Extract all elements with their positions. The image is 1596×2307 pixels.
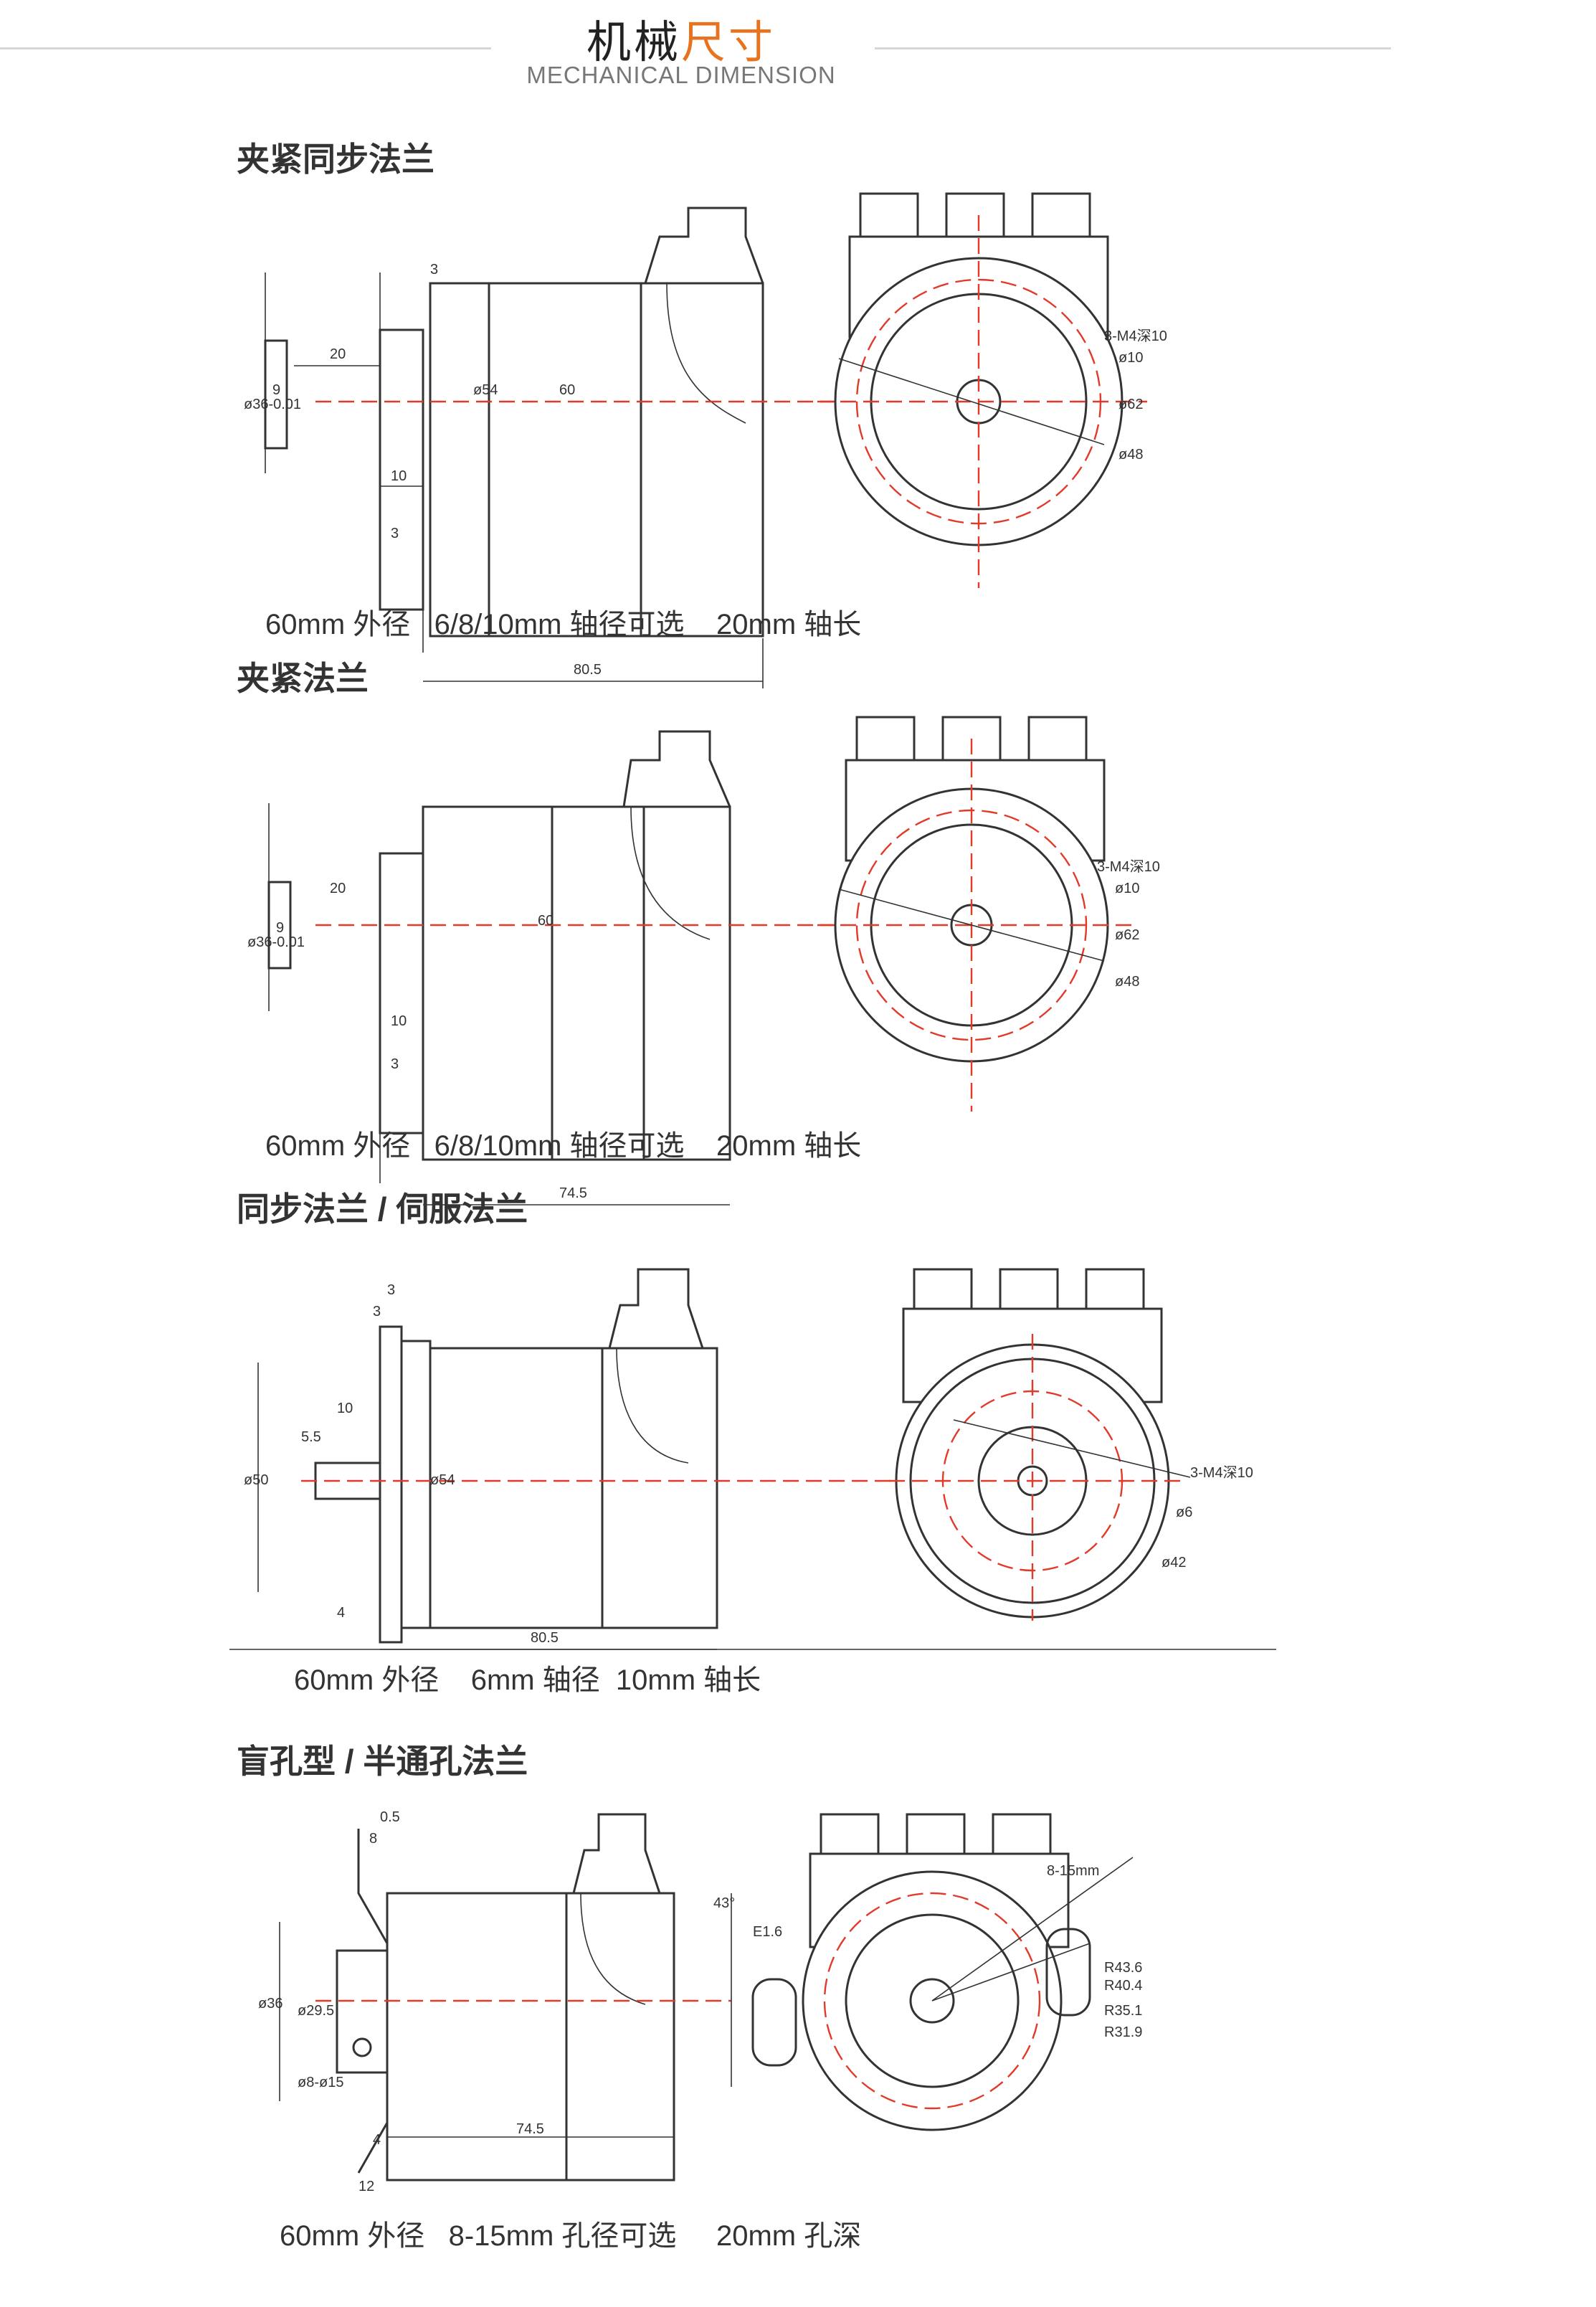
s3-front-d42: ø42 (1162, 1555, 1186, 1571)
s3-dim-5-5: 5.5 (301, 1429, 321, 1445)
s2-dim-9: 9 (276, 920, 284, 936)
section-3-title: 同步法兰 / 伺服法兰 (237, 1190, 528, 1228)
front-dim-d48: ø48 (1118, 447, 1143, 463)
s2-front-m4: 3-M4深10 (1097, 858, 1160, 875)
s4-front-r35-1: R35.1 (1104, 2003, 1142, 2019)
s3-dim-3a: 3 (387, 1282, 395, 1298)
s4-front-r43-6: R43.6 (1104, 1960, 1142, 1976)
section-1-caption: 60mm 外径 6/8/10mm 轴径可选 20mm 轴长 (265, 609, 862, 640)
s4-front-r40-4: R40.4 (1104, 1978, 1142, 1994)
section-2-drawing: 20 ø36-0.01 9 60 10 3 74.5 3-M4深10 ø10 ø… (247, 716, 1160, 1205)
s4-dim-d29-5: ø29.5 (298, 2003, 334, 2019)
s3-dim-3b: 3 (373, 1304, 381, 1320)
s4-dim-d8-15: ø8-ø15 (298, 2075, 343, 2090)
section-4-caption: 60mm 外径 8-15mm 孔径可选 20mm 孔深 (280, 2220, 862, 2252)
dim-20: 20 (330, 346, 346, 362)
front-dim-d62: ø62 (1118, 397, 1143, 412)
section-2-caption: 60mm 外径 6/8/10mm 轴径可选 20mm 轴长 (265, 1130, 862, 1162)
s2-dim-20: 20 (330, 881, 346, 896)
section-4-drawing: 0.5 8 ø36 ø29.5 ø8-ø15 4 74.5 12 43° E1.… (258, 1809, 1142, 2194)
s4-dim-4: 4 (373, 2132, 381, 2148)
header-rule-left (0, 47, 491, 49)
section-1-drawing: 3 20 ø36-0.01 9 ø54 60 10 3 80.5 3-M4深10… (244, 192, 1167, 688)
s3-front-m4: 3-M4深10 (1190, 1464, 1253, 1481)
s3-front-d6: ø6 (1176, 1505, 1192, 1520)
front-dim-d10: ø10 (1118, 350, 1143, 366)
dim-d36: ø36-0.01 (244, 397, 301, 412)
section-3-drawing: 3 3 10 5.5 ø50 ø54 4 80.5 3-M4深10 ø6 ø42 (229, 1268, 1276, 1650)
s3-dim-80-5: 80.5 (531, 1630, 559, 1646)
dim-10: 10 (391, 468, 407, 484)
s2-front-d48: ø48 (1115, 974, 1139, 990)
s2-front-d62: ø62 (1115, 927, 1139, 943)
s2-dim-74-5: 74.5 (559, 1185, 587, 1201)
s3-dim-d54: ø54 (430, 1472, 455, 1488)
s2-dim-60: 60 (538, 913, 554, 929)
housing (488, 282, 642, 638)
front-dim-m4: 3-M4深10 (1104, 328, 1167, 344)
s3-dim-10: 10 (337, 1401, 353, 1416)
s2-front-d10: ø10 (1115, 881, 1139, 896)
dim-60: 60 (559, 382, 575, 398)
page-subtitle: MECHANICAL DIMENSION (526, 62, 836, 88)
s4-dim-8: 8 (369, 1831, 377, 1847)
s4-front-e1-6: E1.6 (753, 1924, 782, 1940)
dim-80-5: 80.5 (574, 662, 602, 678)
dim-3-bottom: 3 (391, 526, 399, 541)
section-1-title: 夹紧同步法兰 (237, 141, 434, 178)
dim-9: 9 (272, 382, 280, 398)
s2-dim-3: 3 (391, 1056, 399, 1072)
section-2-title: 夹紧法兰 (237, 660, 369, 697)
page-title-part1: 机械 (586, 18, 681, 67)
s2-dim-d36: ø36-0.01 (247, 934, 305, 950)
s3-dim-d50: ø50 (244, 1472, 268, 1488)
header-rule-right (875, 47, 1391, 49)
s4-front-r31-9: R31.9 (1104, 2024, 1142, 2040)
page-title: 机械尺寸 (0, 6, 1362, 70)
s4-front-8-15mm: 8-15mm (1047, 1863, 1099, 1879)
section-3-caption: 60mm 外径 6mm 轴径 10mm 轴长 (294, 1664, 761, 1696)
s2-dim-10: 10 (391, 1013, 407, 1029)
s4-dim-74-5: 74.5 (516, 2121, 544, 2137)
s4-dim-d36: ø36 (258, 1996, 282, 2012)
s3-dim-4: 4 (337, 1605, 345, 1621)
s4-front-43deg: 43° (713, 1895, 735, 1911)
s4-dim-0-5: 0.5 (380, 1809, 400, 1825)
dim-d54: ø54 (473, 382, 498, 398)
s4-dim-12: 12 (358, 2179, 374, 2194)
dim-3-top: 3 (430, 262, 438, 278)
page-title-part2: 尺寸 (681, 18, 776, 67)
section-4-title: 盲孔型 / 半通孔法兰 (237, 1743, 528, 1780)
